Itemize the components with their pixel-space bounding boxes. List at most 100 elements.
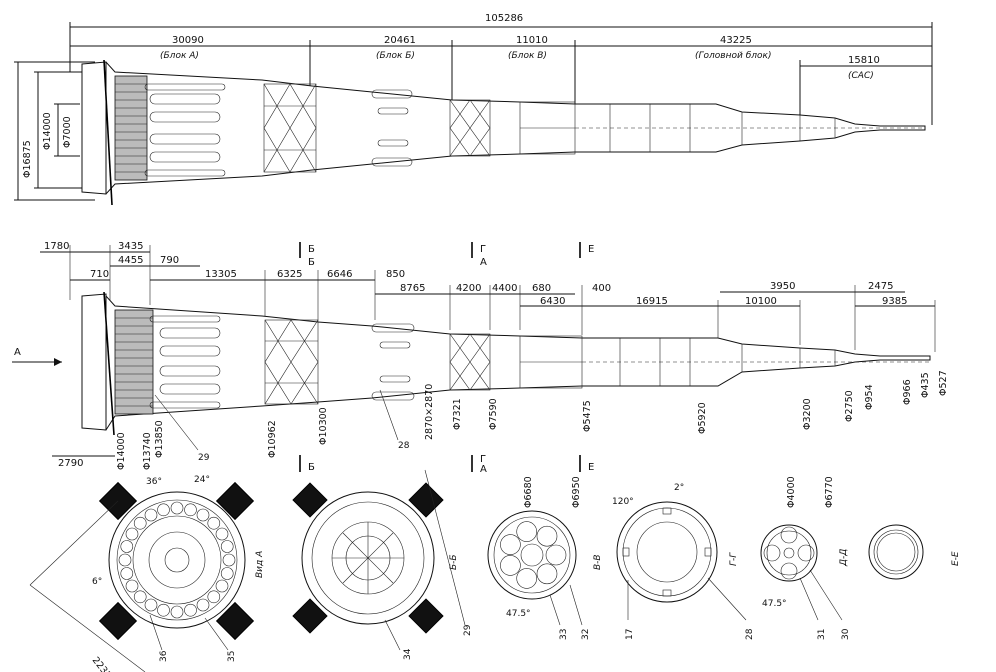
callout-36: 36 bbox=[159, 650, 169, 662]
dia-527: Φ527 bbox=[938, 370, 949, 396]
engine-nozzle bbox=[157, 603, 170, 617]
section-d-d: Φ4000 Φ6770 Д-Д 47.5° 31 30 bbox=[760, 476, 851, 640]
sec-mark-g-bot: Г bbox=[480, 454, 486, 465]
engine-nozzle bbox=[144, 598, 158, 612]
e-e-label: Е-Е bbox=[951, 551, 961, 566]
view-a-label: Вид А bbox=[255, 551, 265, 578]
dim-3950: 3950 bbox=[770, 281, 795, 292]
engine-nozzle bbox=[545, 544, 567, 566]
engine-nozzle bbox=[207, 516, 221, 530]
engine-nozzle bbox=[196, 598, 210, 612]
dim-4400: 4400 bbox=[492, 283, 517, 294]
dim-790: 790 bbox=[160, 255, 179, 266]
callout-29: 29 bbox=[198, 453, 210, 463]
engine-nozzle bbox=[170, 605, 184, 619]
callout-17: 17 bbox=[625, 629, 635, 640]
seg-sas-name: (САС) bbox=[848, 71, 874, 81]
engine-nozzle bbox=[220, 540, 234, 553]
dia-954: Φ954 bbox=[864, 384, 875, 410]
view-a-angle-6: 6° bbox=[92, 577, 102, 587]
engine-nozzle bbox=[215, 527, 229, 541]
seg-v-name: (Блок В) bbox=[508, 51, 547, 61]
dia-7590: Φ7590 bbox=[488, 398, 499, 430]
engine-nozzle bbox=[184, 603, 197, 617]
dia-13740: Φ13740 bbox=[142, 432, 153, 470]
view-a-angle-24: 24° bbox=[194, 475, 210, 485]
engine-nozzle bbox=[207, 590, 221, 604]
engine-nozzle bbox=[516, 568, 538, 589]
section-g-g: Г-Г 120° 2° 17 28 bbox=[612, 483, 755, 640]
engine-nozzle bbox=[215, 579, 229, 593]
callout-29b: 29 bbox=[463, 624, 473, 636]
d-d-angle: 47.5° bbox=[762, 599, 787, 609]
dim-6646: 6646 bbox=[327, 269, 352, 280]
seg-b-name: (Блок Б) bbox=[376, 51, 415, 61]
engine-nozzle bbox=[184, 503, 197, 517]
callout-28b: 28 bbox=[745, 628, 755, 640]
callout-33: 33 bbox=[559, 629, 569, 640]
engine-nozzle bbox=[220, 567, 234, 580]
seg-v-length: 11010 bbox=[516, 35, 548, 46]
d-d-label: Д-Д bbox=[839, 549, 849, 567]
v-v-angle: 47.5° bbox=[506, 609, 531, 619]
sec-mark-b-top: Б bbox=[308, 244, 315, 255]
callout-31: 31 bbox=[817, 629, 827, 640]
g-g-angle-120: 120° bbox=[612, 497, 634, 507]
d-d-dia-6770: Φ6770 bbox=[824, 476, 835, 508]
dim-6325: 6325 bbox=[277, 269, 302, 280]
sec-mark-g-top: Г bbox=[480, 244, 486, 255]
dim-13305: 13305 bbox=[205, 269, 237, 280]
b-b-label: Б-Б bbox=[449, 554, 459, 570]
sec-mark-b-top2: Б bbox=[308, 257, 315, 268]
engine-nozzle bbox=[170, 501, 184, 515]
dim-1780: 1780 bbox=[44, 241, 69, 252]
dia-5475: Φ5475 bbox=[582, 400, 593, 432]
dim-710: 710 bbox=[90, 269, 109, 280]
dim-8765: 8765 bbox=[400, 283, 425, 294]
sec-mark-e-top: Е bbox=[588, 244, 594, 255]
engine-nozzle bbox=[133, 590, 147, 604]
dim-2790: 2790 bbox=[58, 458, 83, 469]
v-v-dia-6950: Φ6950 bbox=[571, 476, 582, 508]
dim-680: 680 bbox=[532, 283, 551, 294]
dia-14000: Φ14000 bbox=[42, 112, 53, 150]
v-v-dia-6680: Φ6680 bbox=[523, 476, 534, 508]
engine-nozzle bbox=[536, 563, 558, 585]
engine-nozzle bbox=[536, 525, 558, 547]
dim-3435: 3435 bbox=[118, 241, 143, 252]
g-g-angle-2: 2° bbox=[674, 483, 684, 493]
seg-head-name: (Головной блок) bbox=[695, 51, 771, 61]
section-b-b: Б-Б 34 29 bbox=[292, 469, 473, 660]
callout-28: 28 bbox=[398, 441, 410, 451]
engine-nozzle bbox=[516, 521, 538, 542]
top-rocket-view: 105286 30090 (Блок А) 20461 (Блок Б) 110… bbox=[14, 13, 933, 206]
seg-sas-length: 15810 bbox=[848, 55, 880, 66]
engine-nozzle bbox=[120, 540, 134, 553]
sec-mark-b-bot: Б bbox=[308, 462, 315, 473]
sec-mark-a-bot: А bbox=[480, 464, 487, 475]
callout-35: 35 bbox=[227, 651, 237, 662]
overall-length: 105286 bbox=[485, 13, 523, 24]
engine-nozzle bbox=[500, 555, 521, 576]
dia-2750: Φ2750 bbox=[844, 390, 855, 422]
view-a-angle-36: 36° bbox=[146, 477, 162, 487]
dim-10100: 10100 bbox=[745, 296, 777, 307]
dia-14000-b: Φ14000 bbox=[116, 432, 127, 470]
dia-7000: Φ7000 bbox=[62, 116, 73, 148]
engine-nozzle bbox=[125, 579, 139, 593]
engine-nozzle bbox=[196, 508, 210, 522]
dia-5920: Φ5920 bbox=[697, 402, 708, 434]
dim-400: 400 bbox=[592, 283, 611, 294]
dia-10962: Φ10962 bbox=[267, 420, 278, 458]
sec-mark-e-bot: Е bbox=[588, 462, 594, 473]
g-g-label: Г-Г bbox=[729, 552, 739, 566]
callout-34: 34 bbox=[403, 648, 413, 660]
view-marker-a: А bbox=[14, 347, 21, 358]
view-a-span: 22330 bbox=[90, 655, 117, 672]
engine-nozzle bbox=[144, 508, 158, 522]
dia-966: Φ966 bbox=[902, 379, 913, 405]
dim-4455: 4455 bbox=[118, 255, 143, 266]
seg-head-length: 43225 bbox=[720, 35, 752, 46]
section-view-a: Вид А 36° 24° 6° 22330 36 35 bbox=[29, 475, 265, 672]
